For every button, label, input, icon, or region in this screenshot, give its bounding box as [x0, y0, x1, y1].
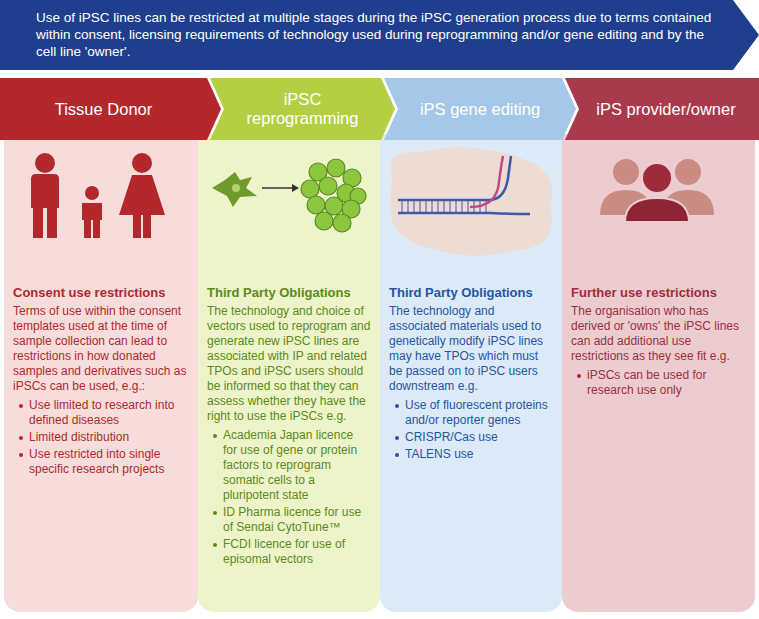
panel-heading: Third Party Obligations — [389, 285, 554, 301]
paragraph-block: The technology and associated materials … — [389, 304, 554, 394]
chevron-fill — [210, 78, 395, 140]
stage-panel: Third Party ObligationsThe technology an… — [198, 134, 380, 612]
panel-heading: Third Party Obligations — [207, 285, 372, 301]
bullet-item: ID Pharma licence for use of Sendai Cyto… — [207, 505, 372, 535]
heading-block: Consent use restrictions — [13, 285, 190, 301]
bullet-item: Limited distribution — [13, 430, 190, 445]
stage-title: Tissue Donor — [2, 78, 205, 140]
bullet-item: iPSCs can be used for research use only — [571, 368, 747, 398]
stage-chevron: Tissue Donor — [0, 78, 221, 140]
chevron-fill — [384, 78, 576, 140]
stage-title: iPS gene editing — [400, 78, 560, 140]
heading-block: Third Party Obligations — [207, 285, 372, 301]
bullet-text: iPSCs can be used for research use only — [587, 368, 747, 398]
bullet-item: CRISPR/Cas use — [389, 430, 554, 445]
bullet-text: Use restricted into single specific rese… — [29, 447, 190, 477]
bullet-item: TALENS use — [389, 447, 554, 462]
paragraph-block: Terms of use within the consent template… — [13, 304, 190, 394]
bullet-dot — [19, 453, 23, 457]
heading-block: Third Party Obligations — [389, 285, 554, 301]
bullet-text: Academia Japan licence for use of gene o… — [223, 428, 372, 503]
bullet-item: FCDI licence for use of episomal vectors — [207, 537, 372, 567]
paragraph-block: The organisation who has derived or 'own… — [571, 304, 747, 364]
bullet-text: Use limited to research into defined dis… — [29, 398, 190, 428]
stage-chevron: iPS provider/owner — [565, 78, 759, 140]
bullet-dot — [395, 436, 399, 440]
stage-title: iPSC reprogramming — [226, 78, 379, 140]
bullet-item: Use restricted into single specific rese… — [13, 447, 190, 477]
bullet-text: TALENS use — [405, 447, 477, 462]
panel-text: Terms of use within the consent template… — [13, 304, 190, 394]
intro-banner: Use of iPSC lines can be restricted at m… — [0, 0, 759, 70]
chevron-fill — [565, 78, 759, 140]
bullet-text: Use of fluorescent proteins and/or repor… — [405, 398, 554, 428]
bullet-text: FCDI licence for use of episomal vectors — [223, 537, 372, 567]
stage-chevron: iPS gene editing — [384, 78, 576, 140]
panel-heading: Further use restrictions — [571, 285, 747, 301]
stage-panel: Consent use restrictionsTerms of use wit… — [4, 134, 198, 612]
banner-text: Use of iPSC lines can be restricted at m… — [36, 9, 726, 60]
bullet-text: ID Pharma licence for use of Sendai Cyto… — [223, 505, 372, 535]
panel-text: The technology and choice of vectors use… — [207, 304, 372, 424]
chevron-fill — [0, 78, 221, 140]
bullet-item: Use limited to research into defined dis… — [13, 398, 190, 428]
bullet-dot — [395, 404, 399, 408]
bullet-text: CRISPR/Cas use — [405, 430, 502, 445]
bullet-item: Academia Japan licence for use of gene o… — [207, 428, 372, 503]
stage-chevron: iPSC reprogramming — [210, 78, 395, 140]
bullet-dot — [395, 453, 399, 457]
bullet-dot — [19, 436, 23, 440]
bullet-dot — [213, 543, 217, 547]
heading-block: Further use restrictions — [571, 285, 747, 301]
paragraph-block: The technology and choice of vectors use… — [207, 304, 372, 424]
stage-panel: Third Party ObligationsThe technology an… — [380, 134, 562, 612]
panel-text: The organisation who has derived or 'own… — [571, 304, 747, 364]
bullet-dot — [213, 511, 217, 515]
bullet-dot — [19, 404, 23, 408]
bullet-dot — [577, 374, 581, 378]
bullet-dot — [213, 434, 217, 438]
bullet-text: Limited distribution — [29, 430, 133, 445]
stage-panel: Further use restrictionsThe organisation… — [562, 134, 755, 612]
stage-title: iPS provider/owner — [581, 78, 751, 140]
bullet-item: Use of fluorescent proteins and/or repor… — [389, 398, 554, 428]
panel-text: The technology and associated materials … — [389, 304, 554, 394]
banner-fill — [0, 0, 759, 70]
panel-heading: Consent use restrictions — [13, 285, 190, 301]
